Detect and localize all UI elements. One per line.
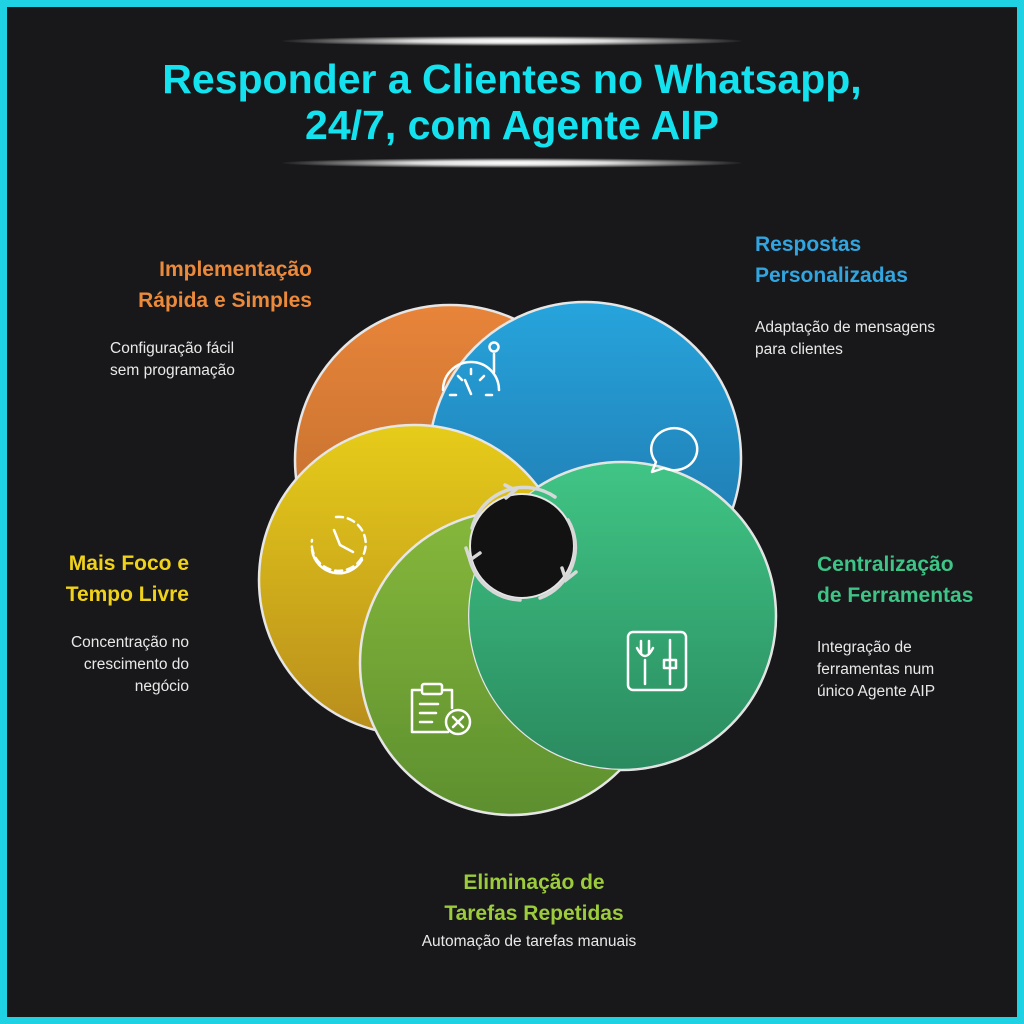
center-hole xyxy=(469,493,575,599)
section-centralizacao-desc-line-1: Integração de xyxy=(817,639,912,656)
section-implementacao-desc-line-2: sem programação xyxy=(110,362,235,379)
section-respostas-title: Respostas Personalizadas xyxy=(755,229,935,291)
chat-bubble-icon xyxy=(649,426,699,474)
section-respostas: Respostas Personalizadas Adaptação de me… xyxy=(755,229,935,361)
section-eliminacao-title: Eliminação de Tarefas Repetidas xyxy=(324,867,744,929)
section-foco-desc-line-3: negócio xyxy=(134,678,189,695)
speedometer-icon xyxy=(441,341,501,397)
cycle-arrows-icon xyxy=(464,483,578,602)
section-implementacao-desc-line-1: Configuração fácil xyxy=(110,340,235,357)
section-implementacao: Implementação Rápida e Simples xyxy=(138,254,312,316)
page-title: Responder a Clientes no Whatsapp, 24/7, … xyxy=(0,56,1024,148)
section-centralizacao-title: Centralização de Ferramentas xyxy=(817,549,973,611)
tools-icon xyxy=(626,630,688,692)
section-eliminacao-desc: Automação de tarefas manuais xyxy=(314,931,744,953)
section-respostas-title-line-2: Personalizadas xyxy=(755,264,908,287)
section-eliminacao-desc-line-1: Automação de tarefas manuais xyxy=(421,933,637,950)
section-respostas-desc: Adaptação de mensagens para clientes xyxy=(755,317,935,361)
section-respostas-desc-line-2: para clientes xyxy=(755,341,843,358)
section-eliminacao-title-line-1: Eliminação de xyxy=(463,871,605,894)
title-bottom-glow-divider xyxy=(282,158,742,168)
section-respostas-desc-line-1: Adaptação de mensagens xyxy=(755,319,936,336)
title-top-glow-divider xyxy=(282,36,742,46)
section-implementacao-title-line-2: Rápida e Simples xyxy=(138,289,312,312)
section-centralizacao-desc: Integração de ferramentas num único Agen… xyxy=(817,637,973,703)
section-eliminacao: Eliminação de Tarefas Repetidas Automaçã… xyxy=(324,867,744,953)
section-centralizacao-title-line-2: de Ferramentas xyxy=(817,584,974,607)
section-implementacao-desc: Configuração fácil sem programação xyxy=(110,338,235,382)
section-implementacao-title-line-1: Implementação xyxy=(159,258,312,281)
page-title-line-1: Responder a Clientes no Whatsapp, xyxy=(162,56,862,102)
section-foco-desc-line-2: crescimento do xyxy=(83,656,189,673)
section-implementacao-title: Implementação Rápida e Simples xyxy=(138,254,312,316)
section-foco-desc: Concentração no crescimento do negócio xyxy=(66,632,189,698)
section-centralizacao-desc-line-3: único Agente AIP xyxy=(817,683,936,700)
clipboard-cancel-icon xyxy=(410,682,472,736)
section-foco: Mais Foco e Tempo Livre Concentração no … xyxy=(66,548,189,698)
section-respostas-title-line-1: Respostas xyxy=(755,233,862,256)
section-centralizacao: Centralização de Ferramentas Integração … xyxy=(817,549,973,703)
page-title-line-2: 24/7, com Agente AIP xyxy=(305,102,719,148)
section-centralizacao-desc-line-2: ferramentas num xyxy=(817,661,935,678)
section-foco-desc-line-1: Concentração no xyxy=(70,634,189,651)
section-foco-title-line-2: Tempo Livre xyxy=(65,583,189,606)
clock-icon xyxy=(310,515,367,575)
section-foco-title: Mais Foco e Tempo Livre xyxy=(66,548,189,610)
section-eliminacao-title-line-2: Tarefas Repetidas xyxy=(444,902,624,925)
section-centralizacao-title-line-1: Centralização xyxy=(817,553,954,576)
section-foco-title-line-1: Mais Foco e xyxy=(68,552,189,575)
